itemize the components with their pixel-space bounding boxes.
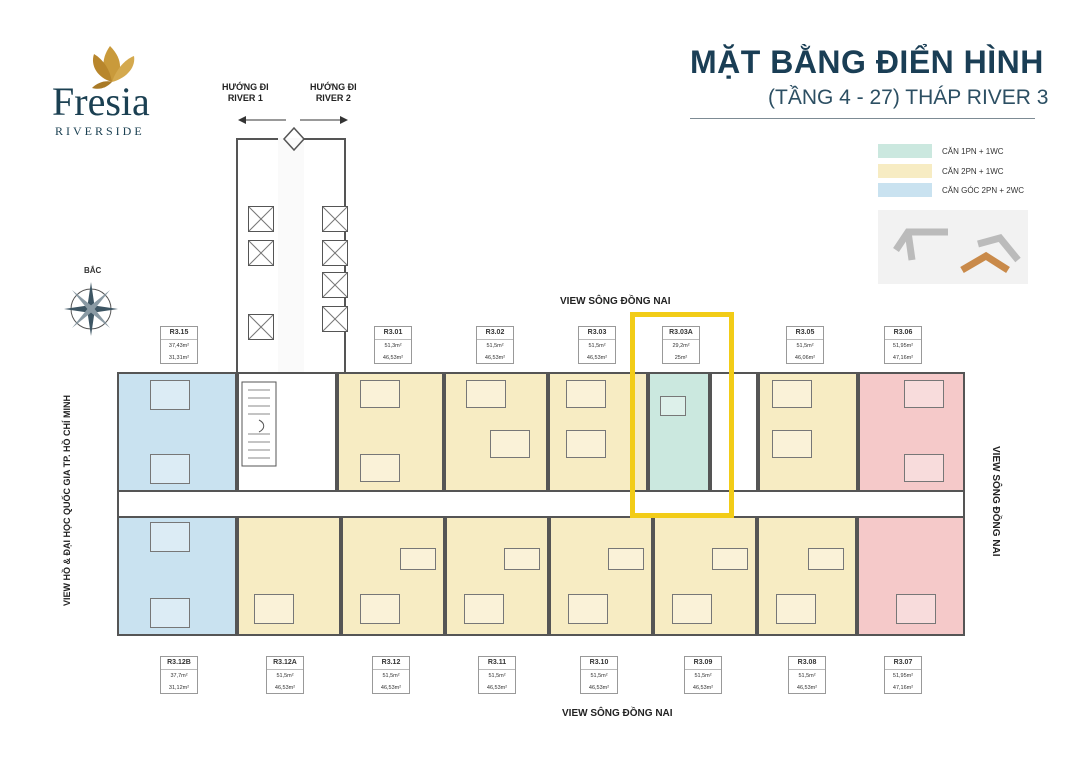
view-right-label: VIEW SÔNG ĐỒNG NAI [990, 446, 1001, 557]
unit-tag-r3-07: R3.07 51,95m² 47,16m² [884, 656, 922, 694]
legend-item-1pn: CĂN 1PN + 1WC [878, 144, 1004, 158]
unit-r3-01 [337, 372, 444, 492]
unit-r3-02 [444, 372, 548, 492]
title-divider [690, 118, 1035, 119]
unit-r3-11 [445, 516, 549, 636]
unit-tag-r3-12: R3.12 51,5m² 46,53m² [372, 656, 410, 694]
bed-icon [150, 522, 190, 552]
elevator-icon [322, 206, 348, 232]
unit-r3-03a [648, 372, 710, 492]
legend-label: CĂN GÓC 2PN + 2WC [942, 185, 1025, 195]
bed-icon [660, 396, 686, 416]
unit-tag-r3-12b: R3.12B 37,7m² 31,12m² [160, 656, 198, 694]
bed-icon [150, 598, 190, 628]
unit-r3-06 [858, 372, 965, 492]
unit-tag-r3-05: R3.05 51,5m² 46,06m² [786, 326, 824, 364]
bed-icon [672, 594, 712, 624]
stair-core-2 [710, 372, 758, 492]
unit-r3-15 [117, 372, 237, 492]
bed-icon [904, 380, 944, 408]
bed-icon [254, 594, 294, 624]
unit-r3-09 [653, 516, 757, 636]
bed-icon [464, 594, 504, 624]
bed-icon [566, 380, 606, 408]
legend-label: CĂN 1PN + 1WC [942, 146, 1004, 156]
stair-core [237, 372, 337, 492]
unit-tag-r3-11: R3.11 51,5m² 46,53m² [478, 656, 516, 694]
direction-arrows-icon [238, 116, 348, 124]
brand-name: Fresia [52, 79, 150, 124]
elevator-icon [248, 206, 274, 232]
bed-icon [400, 548, 436, 570]
legend-item-2pn: CĂN 2PN + 1WC [878, 164, 1004, 178]
unit-tag-r3-08: R3.08 51,5m² 46,53m² [788, 656, 826, 694]
bed-icon [360, 454, 400, 482]
unit-tag-r3-02: R3.02 51,5m² 46,53m² [476, 326, 514, 364]
bed-icon [808, 548, 844, 570]
unit-r3-12b [117, 516, 237, 636]
bed-icon [360, 594, 400, 624]
compass-label: BẮC [84, 266, 102, 275]
legend-swatch [878, 164, 932, 178]
main-corridor [119, 492, 963, 516]
unit-tag-r3-12a: R3.12A 51,5m² 46,53m² [266, 656, 304, 694]
elevator-icon [322, 272, 348, 298]
bed-icon [608, 548, 644, 570]
unit-tag-r3-06: R3.06 51,95m² 47,16m² [884, 326, 922, 364]
bed-icon [772, 430, 812, 458]
unit-r3-12 [341, 516, 445, 636]
unit-r3-05 [758, 372, 858, 492]
bed-icon [568, 594, 608, 624]
elevator-icon [248, 240, 274, 266]
bed-icon [504, 548, 540, 570]
page-subtitle: (TẦNG 4 - 27) THÁP RIVER 3 [768, 86, 1049, 109]
unit-r3-07 [857, 516, 965, 636]
legend-item-corner: CĂN GÓC 2PN + 2WC [878, 183, 1024, 197]
fresia-logo-icon [92, 46, 135, 89]
bed-icon [466, 380, 506, 408]
brand-sub: RIVERSIDE [55, 124, 145, 138]
unit-r3-10 [549, 516, 653, 636]
bed-icon [896, 594, 936, 624]
key-map-icon [893, 228, 1021, 274]
compass-icon [64, 282, 118, 336]
bed-icon [150, 454, 190, 484]
bed-icon [150, 380, 190, 410]
bed-icon [566, 430, 606, 458]
bed-icon [772, 380, 812, 408]
site-key-map [878, 210, 1028, 284]
page-title: MẶT BẰNG ĐIỂN HÌNH [690, 44, 1044, 80]
bed-icon [904, 454, 944, 482]
bed-icon [360, 380, 400, 408]
legend-swatch [878, 183, 932, 197]
unit-tag-r3-03a: R3.03A 29,2m² 25m² [662, 326, 700, 364]
unit-tag-r3-09: R3.09 51,5m² 46,53m² [684, 656, 722, 694]
core-diamond-icon [282, 126, 306, 152]
unit-tag-r3-01: R3.01 51,3m² 46,53m² [374, 326, 412, 364]
staircase-icon [241, 381, 277, 467]
view-left-label: VIEW HỒ & ĐẠI HỌC QUỐC GIA TP. HỒ CHÍ MI… [62, 394, 72, 606]
elevator-icon [248, 314, 274, 340]
unit-tag-r3-15: R3.15 37,43m² 31,31m² [160, 326, 198, 364]
elevator-icon [322, 240, 348, 266]
unit-tag-r3-03: R3.03 51,5m² 46,53m² [578, 326, 616, 364]
core-corridor [278, 138, 304, 378]
bed-icon [776, 594, 816, 624]
unit-r3-08 [757, 516, 857, 636]
bed-icon [490, 430, 530, 458]
view-bottom-label: VIEW SÔNG ĐỒNG NAI [562, 708, 673, 719]
legend-label: CĂN 2PN + 1WC [942, 166, 1004, 176]
legend-swatch [878, 144, 932, 158]
bed-icon [712, 548, 748, 570]
elevator-icon [322, 306, 348, 332]
view-top-label: VIEW SÔNG ĐỒNG NAI [560, 296, 671, 307]
highlight-unit-r3-03a [630, 312, 734, 518]
unit-tag-r3-10: R3.10 51,5m² 46,53m² [580, 656, 618, 694]
